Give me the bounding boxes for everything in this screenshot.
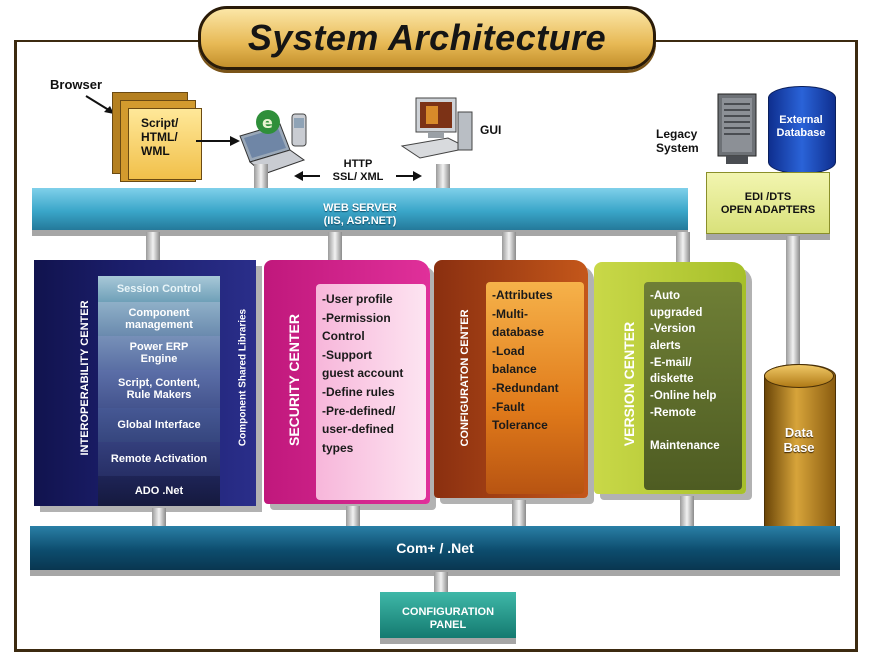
browser-arrow <box>85 95 114 114</box>
iop-item: Power ERP Engine <box>98 336 220 371</box>
connector-security-bottom <box>346 506 360 528</box>
external-database-label: External Database <box>776 114 826 139</box>
version-center-label: VERSION CENTER <box>621 321 637 447</box>
configuration-center-label: CONFIGURATON CENTER <box>459 309 471 447</box>
connector-security-top <box>328 232 342 262</box>
web-server-bar: WEB SERVER (IIS, ASP.NET) <box>32 188 688 230</box>
connector-version-top <box>676 232 690 262</box>
security-center-content <box>316 284 426 500</box>
http-label: HTTP SSL/ XML <box>332 158 384 183</box>
connector-config-bottom <box>512 500 526 528</box>
connector-version-bottom <box>680 496 694 528</box>
connector-interop-bottom <box>152 508 166 528</box>
com-net-bar <box>30 526 840 570</box>
connector-config-panel <box>434 572 448 594</box>
configuration-center-content <box>486 282 584 494</box>
gui-connector <box>436 164 450 190</box>
security-center-items: -User profile -Permission Control -Suppo… <box>322 292 404 455</box>
connector-interop-top <box>146 232 160 262</box>
com-net-label: Com+ / .Net <box>396 540 474 556</box>
http-left-arrow <box>294 171 320 181</box>
version-center-items: -Auto upgraded -Version alerts -E-mail/ … <box>650 290 720 453</box>
diagram-title: System Architecture <box>247 17 607 58</box>
interoperability-center-label: INTEROPERABILITY CENTER <box>79 300 91 456</box>
component-shared-libraries-label: Component Shared Libraries <box>237 308 249 447</box>
iop-item: ADO .Net <box>98 476 220 506</box>
connector-legacy-database <box>786 236 800 368</box>
connector-config-top <box>502 232 516 262</box>
database-cylinder-icon <box>764 364 836 546</box>
laptop-connector <box>254 164 268 190</box>
configuration-panel-box: CONFIGURATION PANEL <box>380 592 516 638</box>
desktop-gui-icon <box>400 97 473 159</box>
legacy-system-label: Legacy System <box>656 127 699 155</box>
script-box: Script/ HTML/ WML <box>128 108 202 180</box>
database-label: Data Base <box>783 425 815 455</box>
script-arrow <box>196 136 240 146</box>
svg-text:e: e <box>262 113 273 132</box>
iop-item: Component management <box>98 302 220 337</box>
database-cylinder-top <box>764 364 834 388</box>
gui-label: GUI <box>480 123 502 137</box>
iop-item: Script, Content, Rule Makers <box>98 370 220 409</box>
iop-item: Session Control <box>98 276 220 303</box>
configuration-center-items: -Attributes -Multi- database -Load balan… <box>492 288 559 433</box>
iop-item: Global Interface <box>98 408 220 443</box>
version-center-content <box>644 282 742 490</box>
edi-dts-adapters-box: EDI /DTS OPEN ADAPTERS <box>706 172 830 234</box>
laptop-client-icon: e <box>239 110 307 175</box>
iop-item: Remote Activation <box>98 442 220 477</box>
browser-label: Browser <box>50 77 103 92</box>
legacy-server-icon <box>717 93 757 164</box>
http-right-arrow <box>396 171 422 181</box>
security-center-label: SECURITY CENTER <box>286 314 302 446</box>
title-banner: System Architecture <box>198 6 656 70</box>
